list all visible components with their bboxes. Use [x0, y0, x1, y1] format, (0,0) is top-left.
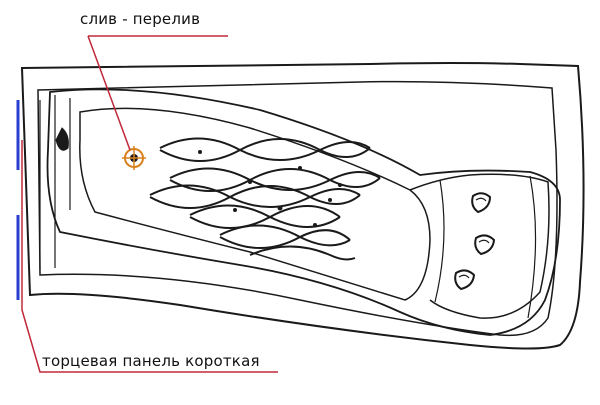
seat-contour	[409, 173, 550, 319]
overflow-hole	[55, 127, 69, 151]
drain-overflow-label: слив - перелив	[80, 10, 201, 28]
tub-outer-rim	[20, 62, 585, 350]
floor-wave-pattern	[149, 137, 381, 261]
seat-inner-line-2	[527, 175, 537, 319]
drain-overflow-icon	[122, 146, 146, 170]
callout-line-drain	[87, 35, 228, 151]
basin-outer	[46, 88, 561, 336]
wave-pattern-eyes	[198, 150, 342, 227]
callout-line-panel	[21, 140, 278, 373]
basin-floor	[79, 107, 431, 301]
end-panel-short-label: торцевая панель короткая	[42, 352, 260, 370]
jet-nozzle-icon	[471, 192, 492, 214]
jet-nozzle-icon	[474, 234, 496, 256]
tub-inner-rim	[37, 80, 558, 337]
end-wall-left	[39, 95, 71, 270]
seat-inner-line	[434, 179, 445, 303]
jet-nozzle-icon	[454, 269, 476, 291]
